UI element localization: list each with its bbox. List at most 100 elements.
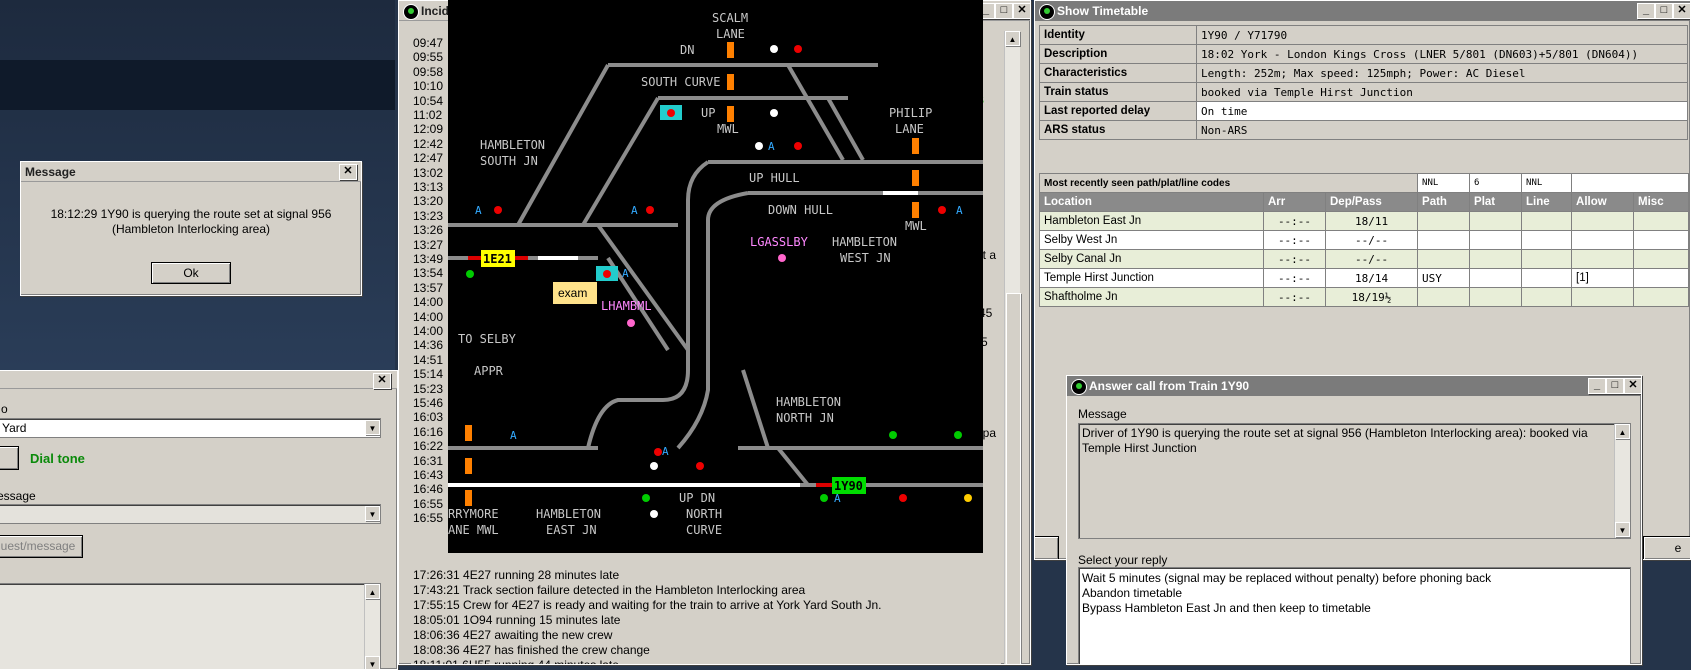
label-mwl: MWL — [905, 219, 927, 233]
call-message-text: Driver of 1Y90 is querying the route set… — [1082, 426, 1588, 455]
close-icon[interactable]: ✕ — [1624, 378, 1641, 394]
label-to-selby: TO SELBY — [458, 332, 517, 346]
table-cell: USY — [1417, 268, 1471, 288]
set-route — [448, 191, 918, 487]
log-entry[interactable]: 18:08:36 4E27 has finished the crew chan… — [413, 643, 650, 657]
label-hambleton-west-jn: WEST JN — [840, 251, 891, 265]
close-icon[interactable]: ✕ — [1673, 3, 1690, 19]
send-request-button[interactable]: uest/message — [0, 535, 83, 558]
log-entry[interactable]: 17:26:31 4E27 running 28 minutes late — [413, 568, 620, 582]
label-brayton: RRYMORE — [448, 507, 499, 521]
reply-option[interactable]: Bypass Hambleton East Jn and then keep t… — [1082, 601, 1371, 615]
log-timestamp: 16:22 — [413, 439, 444, 454]
close-icon[interactable]: ✕ — [373, 373, 391, 389]
ars-marker: A — [631, 204, 638, 217]
label-up: UP — [701, 106, 715, 120]
minimize-icon[interactable]: _ — [1588, 378, 1606, 394]
chevron-down-icon[interactable]: ▼ — [365, 506, 380, 521]
signal-light — [770, 45, 778, 53]
scroll-down-icon[interactable]: ▼ — [365, 656, 380, 669]
reply-option[interactable]: Abandon timetable — [1082, 586, 1183, 600]
code-blank — [1571, 173, 1690, 193]
table-cell: Selby Canal Jn — [1039, 249, 1264, 269]
desktop-band — [0, 60, 395, 110]
table-cell: Hambleton East Jn — [1039, 211, 1264, 231]
table-cell: --/-- — [1324, 249, 1419, 269]
message-select[interactable]: ▼ — [0, 504, 381, 524]
signal-light — [899, 494, 907, 502]
scroll-thumb[interactable] — [1006, 293, 1021, 664]
log-timestamp: 14:00 — [413, 324, 444, 338]
signal-light — [466, 270, 474, 278]
ars-marker: A — [622, 267, 629, 280]
signal-light — [642, 494, 650, 502]
log-entry[interactable]: 17:43:21 Track section failure detected … — [413, 583, 806, 597]
reply-option[interactable]: Wait 5 minutes (signal may be replaced w… — [1082, 571, 1492, 585]
signal-diagram[interactable]: SCALM LANE DN SOUTH CURVE UP MWL PHILIP … — [448, 0, 983, 553]
log-entry[interactable]: 18:05:01 1O94 running 15 minutes late — [413, 613, 621, 627]
reply-list[interactable]: Wait 5 minutes (signal may be replaced w… — [1078, 567, 1631, 664]
codes-label: Most recently seen path/plat/line codes — [1038, 173, 1419, 193]
log-entry[interactable]: 17:55:15 Crew for 4E27 is ready and wait… — [413, 598, 882, 612]
log-timestamp: 16:55 — [413, 496, 444, 511]
platform-marker — [465, 490, 472, 506]
table-cell — [1633, 230, 1690, 250]
table-row[interactable]: Hambleton East Jn--:--18/11 — [1039, 211, 1690, 231]
to-select[interactable]: Yard ▼ — [0, 418, 381, 438]
scrollbar[interactable]: ▲ — [1004, 31, 1021, 664]
scroll-up-icon[interactable]: ▲ — [365, 584, 380, 599]
table-cell: 18/11 — [1324, 211, 1419, 231]
label-south-curve: SOUTH CURVE — [641, 75, 720, 89]
scroll-up-icon[interactable]: ▲ — [1005, 31, 1020, 46]
close-icon[interactable]: ✕ — [339, 164, 357, 180]
scroll-down-icon[interactable]: ▼ — [1615, 522, 1630, 537]
minimize-icon[interactable]: _ — [1637, 3, 1655, 19]
scrollbar[interactable]: ▲ ▼ — [1614, 424, 1630, 538]
log-timestamp: 09:55 — [413, 50, 444, 65]
answer-call-title: Answer call from Train 1Y90 — [1089, 379, 1250, 393]
label-to-selby: APPR — [474, 364, 504, 378]
signal-light — [667, 109, 675, 117]
log-entry[interactable]: 18:11:01 6H55 running 44 minutes late — [413, 658, 619, 665]
maximize-icon[interactable]: □ — [1606, 378, 1624, 394]
message-history[interactable]: ▲ ▼ — [0, 583, 381, 669]
track — [596, 223, 690, 352]
platform-marker — [912, 170, 919, 186]
track — [826, 97, 865, 161]
bottom-right-button[interactable]: e — [1643, 536, 1690, 559]
answer-call-window: Answer call from Train 1Y90 _ □ ✕ Messag… — [1066, 375, 1642, 665]
ok-button[interactable]: Ok — [151, 262, 231, 284]
column-header: Path — [1417, 192, 1471, 212]
track — [586, 160, 710, 449]
scroll-up-icon[interactable]: ▲ — [1615, 424, 1630, 439]
scrollbar[interactable]: ▲ ▼ — [364, 584, 380, 669]
log-timestamp: 13:13 — [413, 180, 444, 194]
label-hambleton-east-jn: HAMBLETON — [536, 507, 601, 521]
table-cell — [1571, 249, 1635, 269]
signal-light — [954, 431, 962, 439]
label-lhambml: LHAMBML — [601, 299, 652, 313]
label-scalm-lane: LANE — [716, 27, 745, 41]
ars-marker: A — [510, 429, 517, 442]
log-timestamp: 16:46 — [413, 482, 444, 497]
timetable-title: Show Timetable — [1057, 4, 1149, 18]
log-timestamp: 14:51 — [413, 352, 444, 367]
log-entry[interactable]: 18:06:36 4E27 awaiting the new crew — [413, 628, 613, 642]
log-timestamp: 12:42 — [413, 136, 444, 151]
table-row[interactable]: Selby West Jn--:----/-- — [1039, 230, 1690, 250]
chevron-down-icon[interactable]: ▼ — [365, 420, 380, 435]
table-row[interactable]: Selby Canal Jn--:----/-- — [1039, 249, 1690, 269]
answer-call-titlebar: Answer call from Train 1Y90 — [1067, 376, 1641, 396]
table-row[interactable]: Shaftholme Jn--:--18/19½ — [1039, 287, 1690, 307]
dial-button[interactable] — [0, 446, 19, 470]
maximize-icon[interactable]: □ — [1655, 3, 1673, 19]
table-cell — [1417, 287, 1471, 307]
maximize-icon[interactable]: □ — [995, 3, 1013, 19]
ars-marker: A — [956, 204, 963, 217]
close-icon[interactable]: ✕ — [1013, 3, 1030, 19]
table-cell — [1521, 249, 1573, 269]
column-header: Location — [1039, 192, 1264, 212]
signal-light — [770, 109, 778, 117]
bottom-left-button[interactable] — [1035, 536, 1059, 559]
